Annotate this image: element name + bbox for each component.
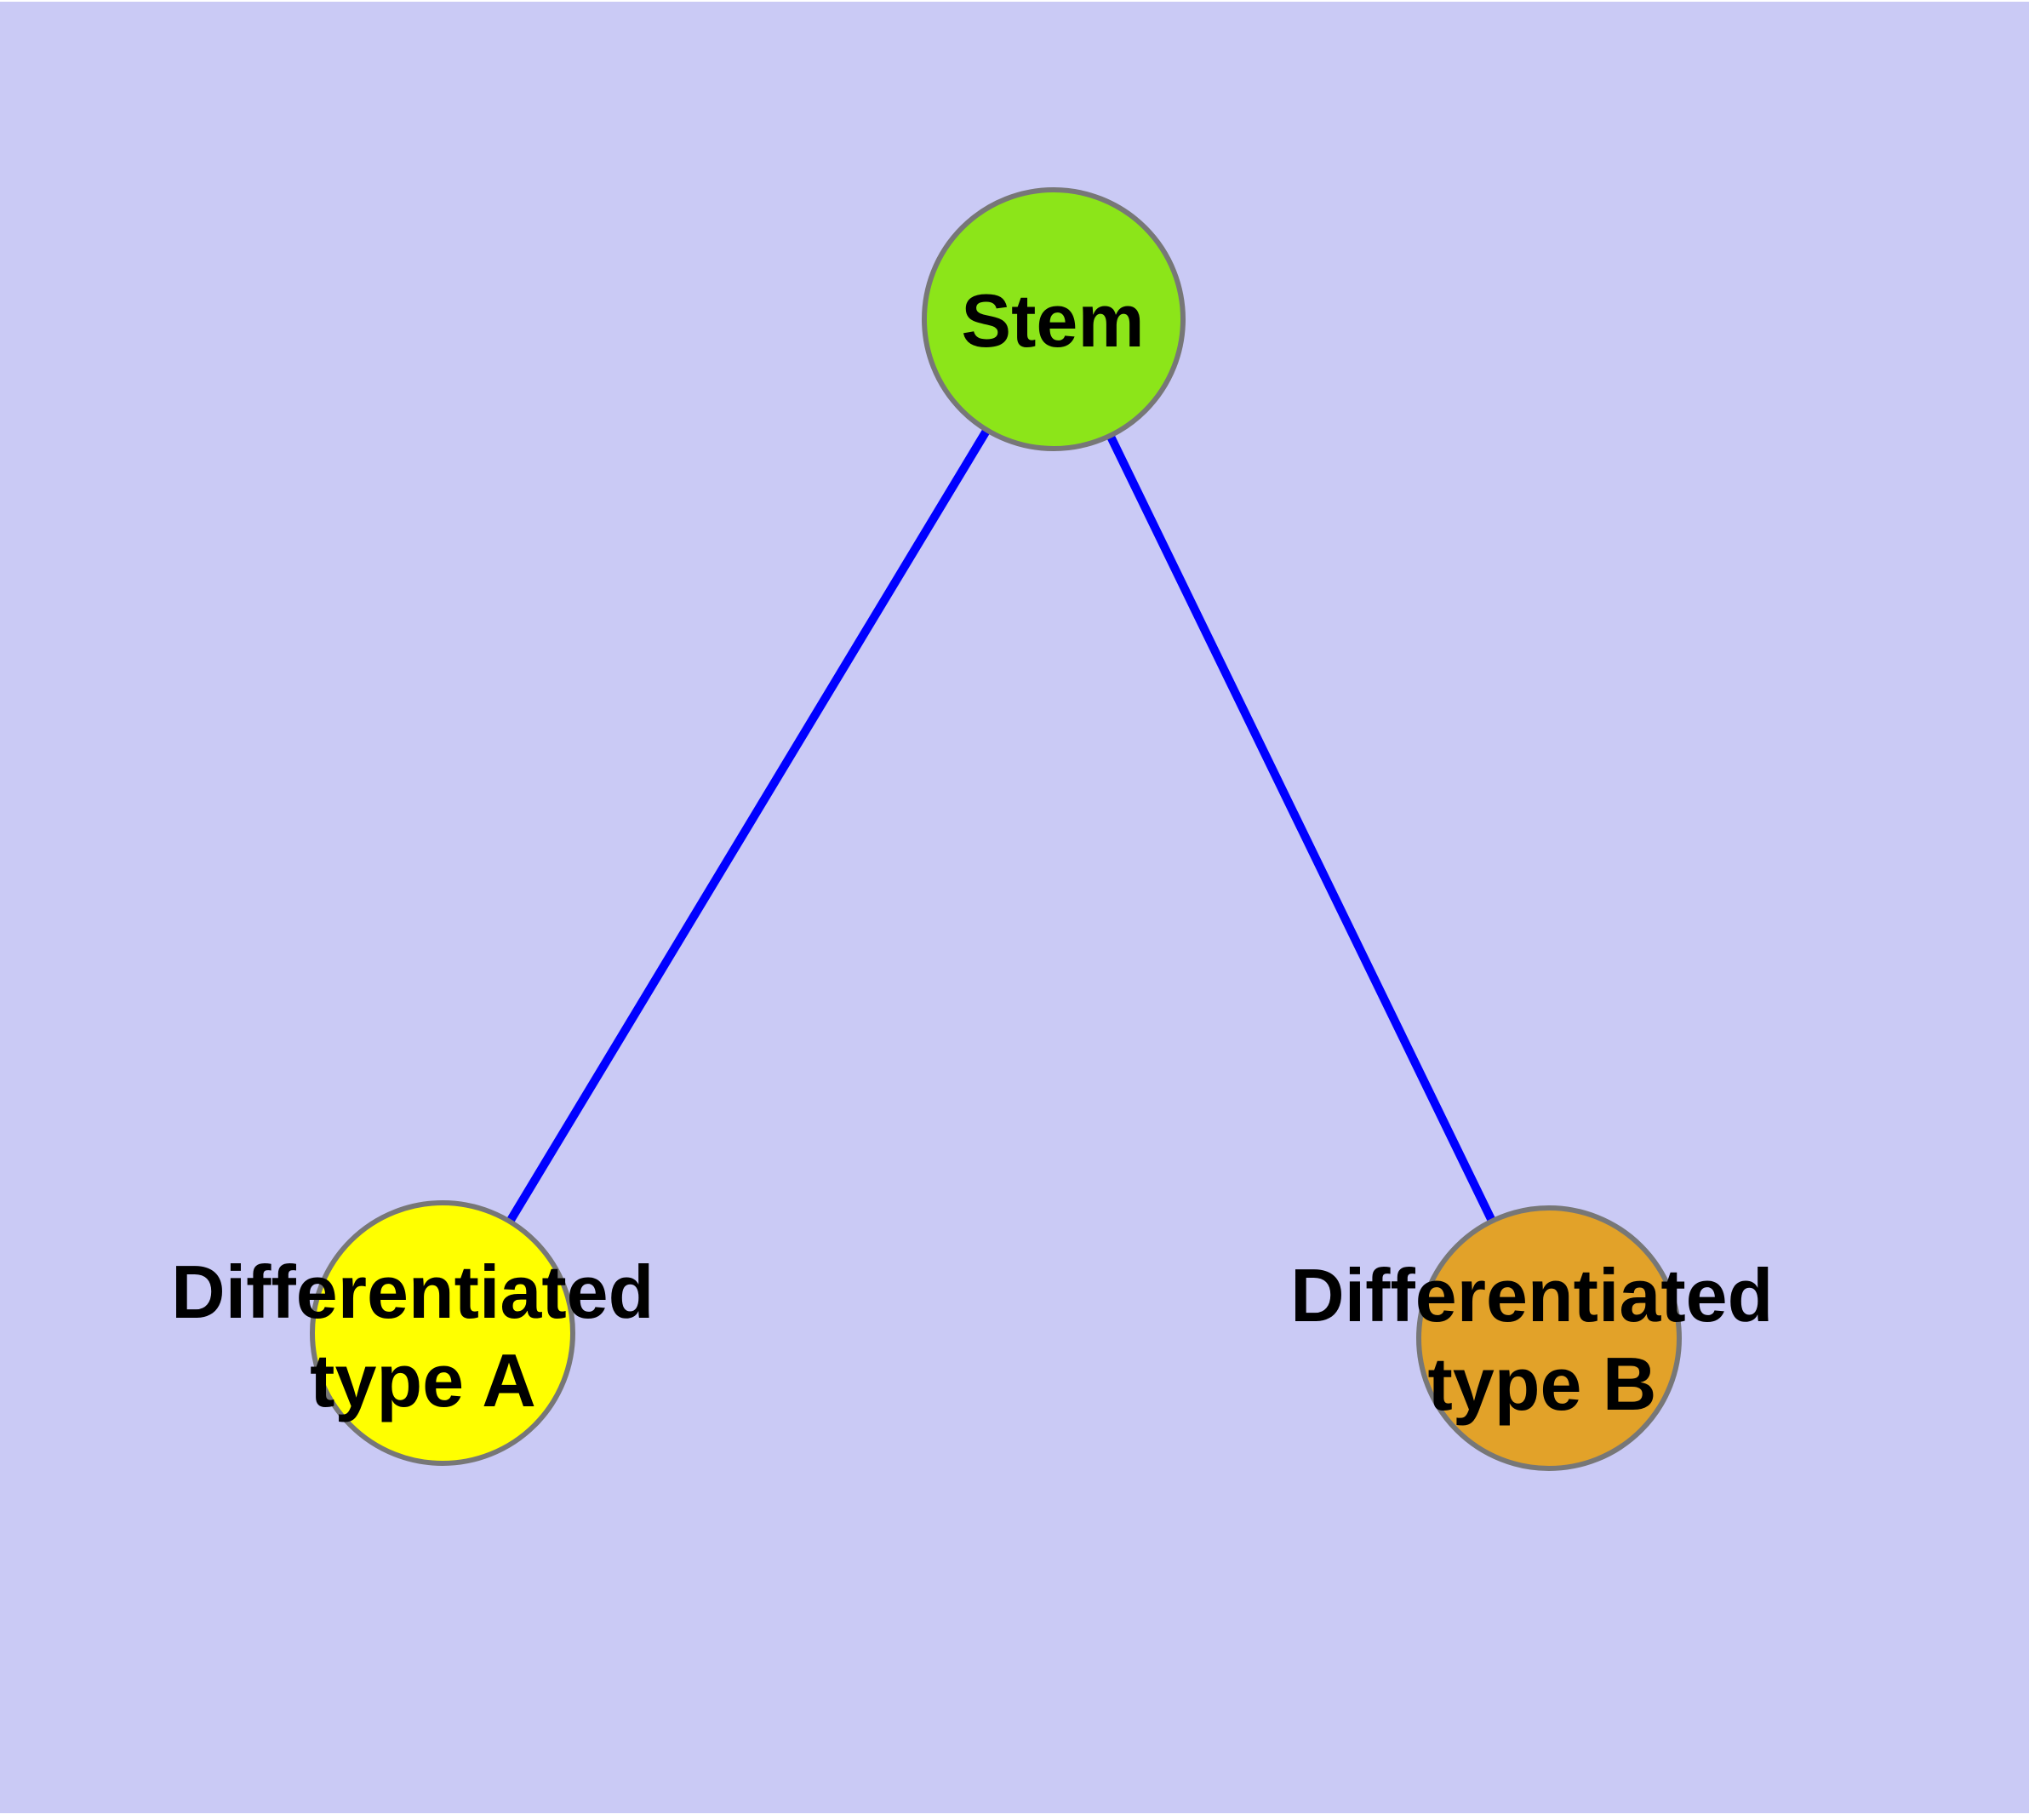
- stem-node: [922, 187, 1186, 451]
- type-a-label-line1: Differentiated: [171, 1250, 654, 1334]
- edge-stem-to-type-b: [1049, 317, 1553, 1341]
- type-a-node: [310, 1200, 575, 1466]
- type-b-label-line2: type B: [1428, 1342, 1657, 1426]
- type-b-node: [1416, 1205, 1682, 1471]
- type-b-node-label: Differentiated type B: [1290, 1253, 1794, 1426]
- stem-node-label: Stem: [961, 278, 1144, 363]
- type-b-label-line1: Differentiated: [1290, 1253, 1773, 1337]
- type-a-node-label: Differentiated type A: [171, 1250, 675, 1422]
- type-a-label-line2: type A: [310, 1338, 536, 1422]
- edge-stem-to-type-a: [438, 317, 1058, 1336]
